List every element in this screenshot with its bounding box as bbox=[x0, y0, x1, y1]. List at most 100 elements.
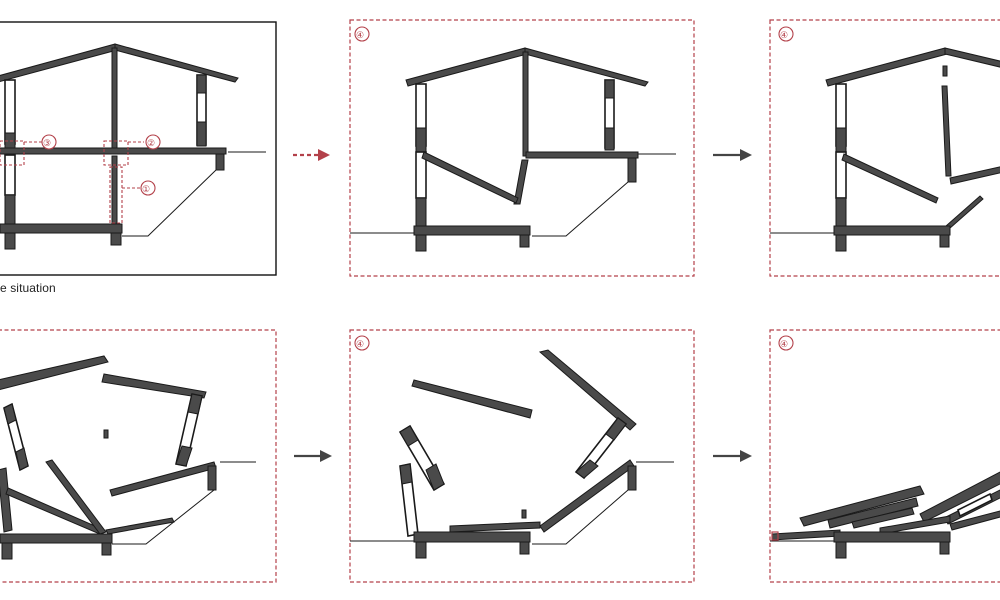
first-floor-slab-fallen bbox=[841, 153, 939, 204]
marker-2-circle bbox=[145, 134, 161, 150]
center-column-broken bbox=[513, 159, 529, 205]
ground-floor-slab bbox=[413, 225, 531, 236]
roof-right-collapsed bbox=[919, 471, 1000, 523]
foundation-left bbox=[415, 541, 427, 559]
wall-left-block bbox=[835, 127, 847, 153]
wall-right-falling-base bbox=[175, 445, 193, 467]
panel-original-frame bbox=[0, 21, 277, 276]
slab-right-support bbox=[627, 157, 637, 183]
slab-right-support bbox=[215, 153, 225, 171]
marker-3: ③ bbox=[43, 138, 51, 148]
wall-right-upper-block bbox=[604, 79, 615, 99]
panel-stage-3-frame bbox=[0, 329, 277, 583]
stage-5-marker-circle bbox=[778, 335, 794, 351]
panel-stage-2-frame bbox=[769, 19, 1000, 277]
foundation-left bbox=[415, 234, 427, 252]
ground-line bbox=[350, 461, 674, 545]
panel-stage-3 bbox=[0, 329, 277, 583]
marker-3-circle bbox=[41, 134, 57, 150]
foundation-left bbox=[4, 232, 16, 250]
foundation-center bbox=[519, 541, 530, 555]
panel-stage-5: ④ bbox=[769, 329, 1000, 583]
wall-left-falling-block bbox=[3, 403, 17, 425]
panel-stage-1-frame bbox=[349, 19, 695, 277]
slab-right-falling bbox=[109, 461, 217, 497]
marker-2: ② bbox=[147, 138, 155, 148]
ground-floor-slab bbox=[0, 533, 113, 544]
marker-1-circle bbox=[140, 180, 156, 196]
foundation-center bbox=[939, 541, 950, 555]
wall-left-lower-block bbox=[399, 463, 413, 485]
first-floor-slab-right bbox=[525, 151, 639, 159]
ground-line bbox=[122, 151, 266, 237]
foundation-center bbox=[939, 234, 950, 248]
first-floor-slab-fallen bbox=[449, 521, 541, 533]
slab-stack-right bbox=[949, 510, 1000, 531]
foundation-center bbox=[110, 232, 122, 246]
wall-left-block bbox=[415, 127, 427, 153]
panel-stage-4-frame bbox=[349, 329, 695, 583]
wall-left-lower-tilted bbox=[0, 467, 13, 533]
roof-left bbox=[825, 47, 948, 87]
roof-left-collapsed bbox=[799, 485, 925, 527]
stage-2-marker: ④ bbox=[780, 30, 788, 40]
column-fragment bbox=[103, 429, 109, 439]
roof-right-falling bbox=[538, 349, 637, 431]
roof-right bbox=[944, 47, 1000, 68]
column-fragment bbox=[942, 65, 948, 77]
detail-box-2 bbox=[103, 140, 129, 166]
wall-left-falling-base bbox=[425, 463, 445, 491]
stage-2-marker-circle bbox=[778, 26, 794, 42]
wall-right-falling-block bbox=[187, 393, 203, 415]
foundation-left bbox=[835, 234, 847, 252]
slab-right-dropping bbox=[949, 166, 1000, 185]
wall-left-falling-base bbox=[15, 447, 29, 471]
stage-4-marker: ④ bbox=[356, 339, 364, 349]
first-floor-slab-fallen bbox=[421, 151, 519, 204]
roof-left-falling bbox=[0, 355, 109, 391]
ground-floor-slab bbox=[833, 225, 951, 236]
arrow-stage-1-to-stage-2 bbox=[713, 149, 752, 161]
roof-right-falling bbox=[101, 373, 207, 399]
ground-floor-slab bbox=[0, 223, 123, 234]
panel-stage-2: ④ bbox=[769, 19, 1000, 277]
slab-right-sliding bbox=[945, 195, 984, 230]
center-column-upper bbox=[111, 47, 118, 152]
red-fragment bbox=[771, 531, 779, 541]
arrow-stage-3-to-stage-4 bbox=[294, 450, 332, 462]
ground-line bbox=[112, 461, 256, 545]
wall-stack-2 bbox=[851, 507, 915, 529]
stage-5-marker: ④ bbox=[780, 339, 788, 349]
ground-floor-slab bbox=[413, 531, 531, 543]
slab-right-sliding bbox=[105, 517, 175, 535]
detail-box-1 bbox=[109, 166, 123, 224]
center-column-falling bbox=[941, 85, 952, 177]
wall-right-upper-base bbox=[604, 127, 615, 151]
foundation-left bbox=[1, 542, 13, 560]
panel-stage-1: ④ bbox=[349, 19, 695, 277]
stage-4-marker-circle bbox=[354, 335, 370, 351]
panel-caption: e situation bbox=[0, 281, 56, 295]
panel-stage-5-frame bbox=[769, 329, 1000, 583]
center-column-upper bbox=[522, 51, 529, 157]
panel-stage-4: ④ bbox=[349, 329, 695, 583]
wall-right-window bbox=[957, 492, 993, 518]
wall-left-falling-block bbox=[399, 425, 419, 447]
wall-right-upper-base bbox=[196, 121, 207, 147]
roof-left-falling bbox=[411, 379, 533, 419]
roof-right bbox=[524, 47, 649, 87]
foundation-center bbox=[101, 542, 112, 556]
foundation-left bbox=[835, 541, 847, 559]
roof-left bbox=[0, 43, 118, 82]
arrow-original-to-stage-1 bbox=[293, 149, 330, 161]
wall-right-falling-block bbox=[605, 417, 627, 441]
slab-left-edge bbox=[771, 529, 841, 541]
arrow-stage-4-to-stage-5 bbox=[713, 450, 752, 462]
marker-1: ① bbox=[142, 184, 150, 194]
slab-right-support bbox=[207, 465, 217, 491]
slab-right-support bbox=[627, 465, 637, 491]
stage-1-marker-circle bbox=[354, 26, 370, 42]
stage-1-marker: ④ bbox=[356, 30, 364, 40]
first-floor-slab bbox=[0, 147, 227, 155]
